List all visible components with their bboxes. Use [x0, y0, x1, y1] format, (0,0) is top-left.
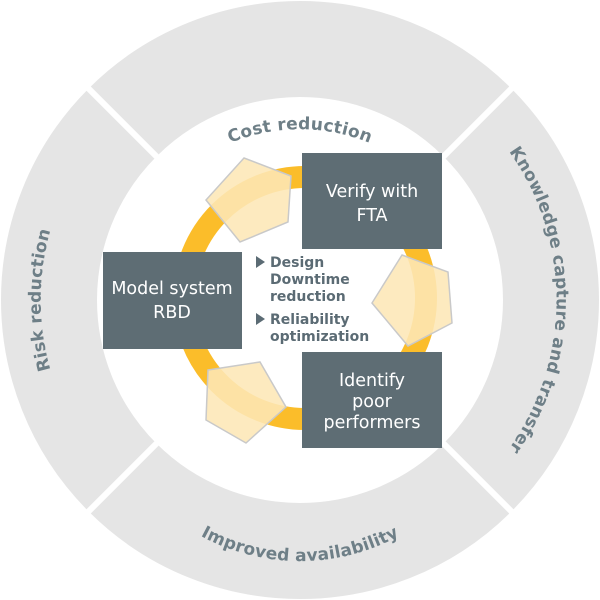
separator-sw [57, 419, 181, 543]
separator-nw [57, 57, 181, 181]
model-system-box: Model system RBD [103, 252, 242, 349]
ring-label-top: Cost reduction [225, 114, 375, 147]
center-list: Design Downtime reduction Reliability op… [256, 255, 369, 345]
identify-line1: Identify [339, 371, 405, 391]
pentagon-right [371, 254, 453, 347]
identify-line3: performers [324, 413, 421, 433]
list-item1-line3: reduction [270, 289, 346, 305]
list-item1-line1: Design [270, 255, 324, 271]
model-line2: RBD [153, 303, 191, 323]
model-line1: Model system [111, 279, 232, 299]
verify-line2: FTA [356, 206, 387, 226]
pentagon-top-left [205, 157, 292, 243]
list-item1-line2: Downtime [270, 272, 350, 288]
verify-fta-box: Verify with FTA [302, 153, 442, 249]
verify-line1: Verify with [326, 182, 418, 202]
identify-line2: poor [352, 392, 393, 412]
list-item2-line2: optimization [270, 329, 369, 345]
pentagon-bottom-left [205, 361, 287, 444]
bullet-arrow-icon [256, 313, 265, 325]
identify-box: Identify poor performers [302, 352, 442, 448]
bullet-arrow-icon [256, 256, 265, 268]
list-item2-line1: Reliability [270, 312, 350, 328]
